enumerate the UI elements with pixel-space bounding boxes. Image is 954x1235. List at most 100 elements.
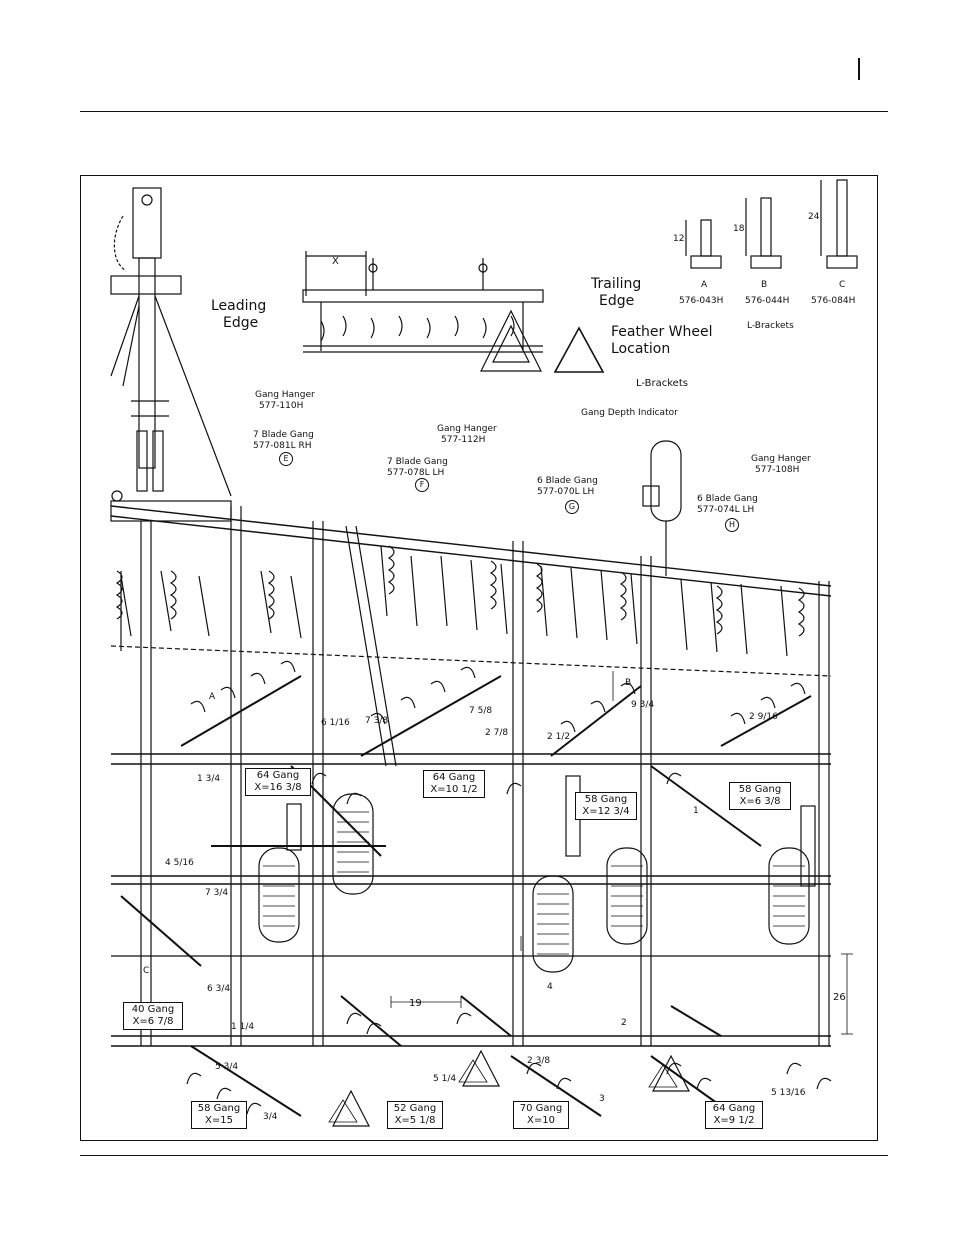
callout-text: Gang Depth Indicator	[581, 408, 678, 418]
dim-x-label: X	[332, 256, 339, 267]
bracket-b-part: 576-044H	[745, 296, 790, 306]
callout-text: Gang Hanger	[437, 424, 497, 434]
dim-b-marker: B	[625, 678, 632, 688]
callout-text: 577-112H	[441, 435, 486, 445]
lbrackets-caption-lower: L-Brackets	[636, 378, 688, 389]
diagram-frame: X Leading Edge Trailing Edge Feather Whe…	[80, 175, 878, 1141]
bracket-a-letter: A	[701, 280, 708, 290]
gang-box-line: X=6 3/8	[739, 796, 781, 807]
callout-depth-indicator: Gang Depth Indicator	[581, 408, 678, 419]
callout-circle-e: E	[279, 452, 293, 466]
dim-5-3-4: 5 3/4	[215, 1062, 239, 1072]
callout-gang-078: 7 Blade Gang 577-078L LH	[387, 457, 448, 479]
leading-edge-label: Leading Edge	[211, 298, 266, 332]
callout-hanger-110: Gang Hanger 577-110H	[255, 390, 315, 412]
callout-text: 7 Blade Gang	[387, 457, 448, 467]
gang-box-64-a: 64 Gang X=16 3/8	[245, 768, 311, 796]
bracket-caption: L-Brackets	[747, 321, 794, 331]
gang-box-line: 58 Gang	[584, 794, 628, 805]
bracket-b-letter: B	[761, 280, 768, 290]
dim-4-5-16: 4 5/16	[165, 858, 194, 868]
dim-19: 19	[409, 998, 422, 1009]
callout-gang-070: 6 Blade Gang 577-070L LH	[537, 476, 598, 498]
dim-6-3-4: 6 3/4	[207, 984, 231, 994]
gang-box-line: X=10	[527, 1115, 555, 1126]
callout-gang-074: 6 Blade Gang 577-074L LH	[697, 494, 758, 516]
feather-wheel-line1: Feather Wheel	[611, 324, 713, 340]
callout-text: 577-070L LH	[537, 487, 595, 497]
dimension-lines	[390, 671, 853, 1035]
leading-edge-line2: Edge	[223, 315, 259, 331]
callout-text: 7 Blade Gang	[253, 430, 314, 440]
feather-wheel-line2: Location	[611, 341, 671, 357]
callout-hanger-108: Gang Hanger 577-108H	[751, 454, 811, 476]
bracket-c-part: 576-084H	[811, 296, 856, 306]
header-rule	[80, 111, 888, 112]
gang-box-40: 40 Gang X=6 7/8	[123, 1002, 183, 1030]
footer-rule	[80, 1155, 888, 1156]
gang-box-70: 70 Gang X=10	[513, 1101, 569, 1129]
callout-text: 577-074L LH	[697, 505, 755, 515]
bracket-b-dim: 18	[733, 224, 745, 234]
machine-drawing	[110, 179, 858, 1127]
callout-text: 6 Blade Gang	[537, 476, 598, 486]
dim-2-9-16: 2 9/16	[749, 712, 778, 722]
bracket-a-dim: 12	[673, 234, 685, 244]
dim-3-4: 3/4	[263, 1112, 278, 1122]
dim-a-marker: A	[209, 692, 216, 702]
callout-text: Gang Hanger	[255, 390, 315, 400]
upper-gangs	[110, 545, 832, 677]
lower-gangs	[120, 895, 832, 1127]
gang-box-line: X=9 1/2	[713, 1115, 755, 1126]
gang-box-58-b: 58 Gang X=6 3/8	[729, 782, 791, 810]
dim-1-1-4: 1 1/4	[231, 1022, 255, 1032]
mid-gangs	[180, 660, 812, 857]
callout-text: 577-081L RH	[253, 441, 312, 451]
gang-box-line: X=5 1/8	[394, 1115, 436, 1126]
dim-1-3-4: 1 3/4	[197, 774, 221, 784]
dim-9-3-4: 9 3/4	[631, 700, 655, 710]
gang-box-line: 58 Gang	[738, 784, 782, 795]
gang-box-line: 64 Gang	[432, 772, 476, 783]
gang-box-64-b: 64 Gang X=10 1/2	[423, 770, 485, 798]
bracket-c-letter: C	[839, 280, 846, 290]
bracket-a-part: 576-043H	[679, 296, 724, 306]
dim-6-1-16: 6 1/16	[321, 718, 350, 728]
bracket-c-dim: 24	[808, 212, 820, 222]
header-tick	[858, 58, 860, 80]
gang-box-line: X=15	[205, 1115, 233, 1126]
gang-box-line: 52 Gang	[393, 1103, 437, 1114]
dim-4: 4	[547, 982, 553, 992]
gang-box-line: X=6 7/8	[132, 1016, 174, 1027]
dim-2: 2	[621, 1018, 627, 1028]
gang-box-line: 70 Gang	[519, 1103, 563, 1114]
callout-text: 577-110H	[259, 401, 304, 411]
dim-2-1-2: 2 1/2	[547, 732, 571, 742]
gang-box-line: X=10 1/2	[430, 784, 478, 795]
hitch-assembly	[110, 187, 232, 502]
trailing-edge-label: Trailing Edge	[591, 276, 641, 310]
callout-text: 577-078L LH	[387, 468, 445, 478]
dim-c-marker: C	[143, 966, 150, 976]
gang-box-line: 64 Gang	[712, 1103, 756, 1114]
feather-wheel-label: Feather Wheel Location	[611, 324, 713, 358]
dim-26: 26	[833, 992, 846, 1003]
gang-box-58-a: 58 Gang X=12 3/4	[575, 792, 637, 820]
leading-edge-line1: Leading	[211, 298, 267, 314]
dim-5-13-16: 5 13/16	[771, 1088, 806, 1098]
dim-7-5-8: 7 5/8	[469, 706, 493, 716]
callout-circle-f: F	[415, 478, 429, 492]
gang-box-line: 40 Gang	[131, 1004, 175, 1015]
gang-box-58-c: 58 Gang X=15	[191, 1101, 247, 1129]
gang-box-52: 52 Gang X=5 1/8	[387, 1101, 443, 1129]
trailing-edge-line1: Trailing	[591, 276, 642, 292]
trailing-edge-line2: Edge	[599, 293, 635, 309]
dim-7-3-8: 7 3/8	[365, 716, 389, 726]
callout-hanger-112: Gang Hanger 577-112H	[437, 424, 497, 446]
dim-1: 1	[693, 806, 699, 816]
callout-text: 6 Blade Gang	[697, 494, 758, 504]
gang-box-64-c: 64 Gang X=9 1/2	[705, 1101, 763, 1129]
dim-2-7-8: 2 7/8	[485, 728, 509, 738]
callout-circle-h: H	[725, 518, 739, 532]
callout-circle-g: G	[565, 500, 579, 514]
